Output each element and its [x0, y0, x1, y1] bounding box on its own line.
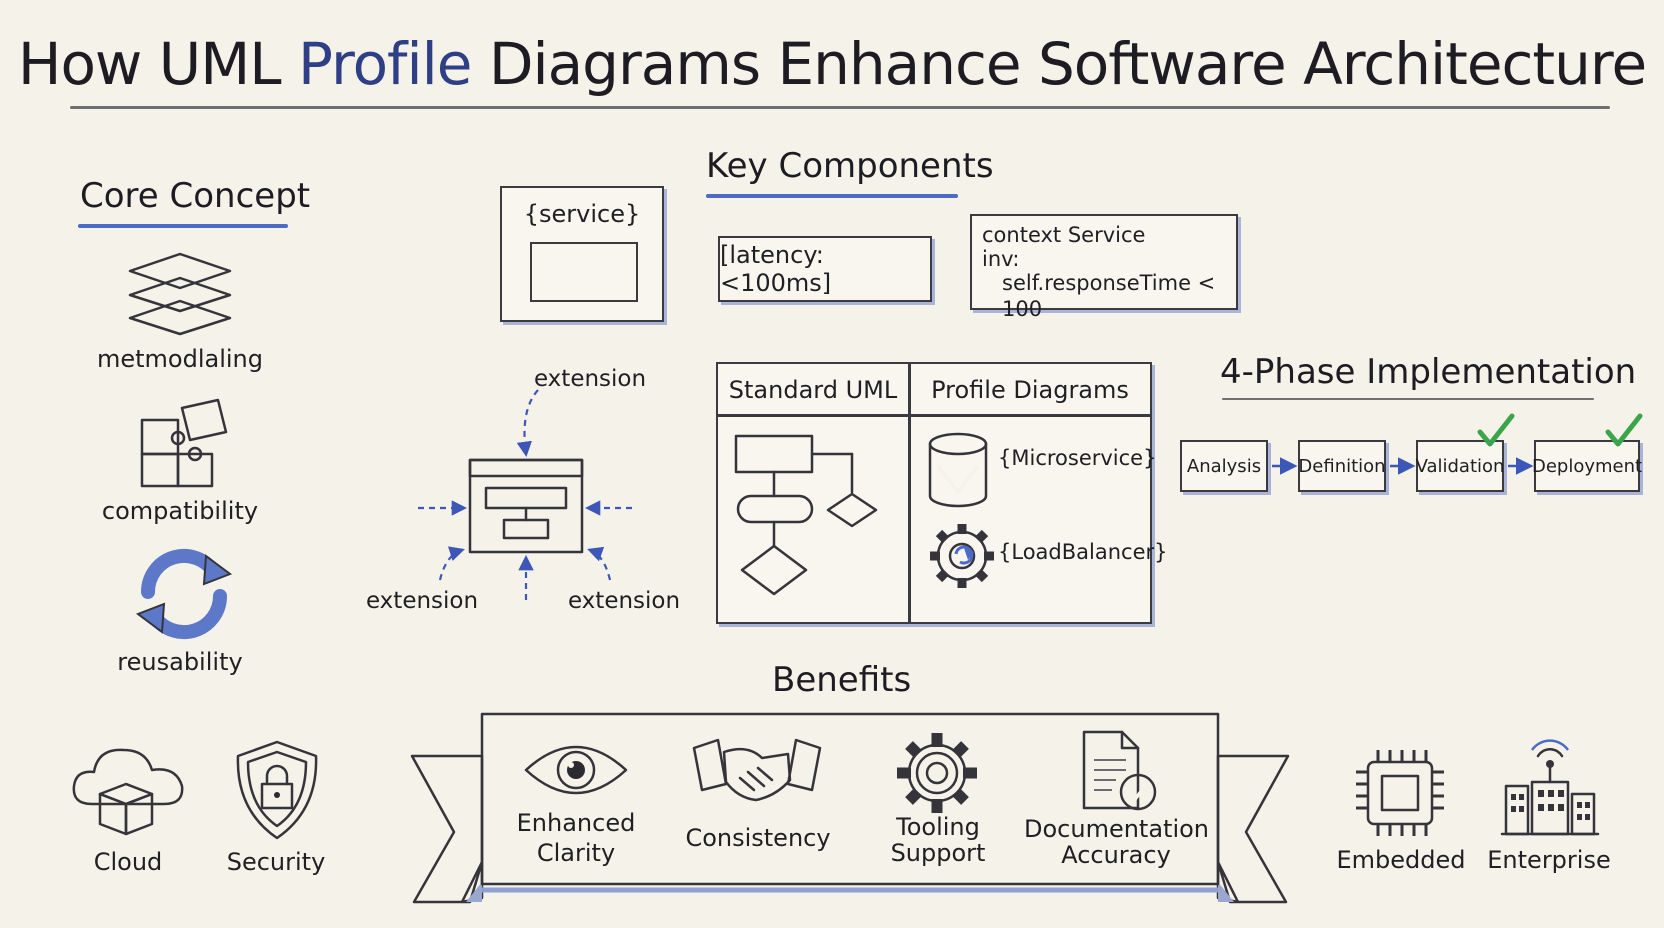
core-concept-heading: Core Concept [80, 176, 311, 216]
standard-uml-shapes [734, 434, 878, 596]
stereotype-class-shape [530, 242, 638, 302]
key-components-heading: Key Components [706, 146, 994, 186]
eye-icon [524, 745, 628, 795]
phase-definition: Definition [1298, 440, 1386, 492]
benefit-label-2-line-0: Tooling [896, 813, 980, 841]
benefit-label-3-line-1: Accuracy [1061, 841, 1171, 869]
extension-label-left: extension [365, 588, 479, 614]
benefit-label-0: Enhanced Clarity [494, 808, 658, 868]
phase-analysis: Analysis [1180, 440, 1268, 492]
layers-icon [128, 252, 232, 336]
key-components-underline [706, 194, 958, 198]
microservice-label: {Microservice} [998, 446, 1157, 470]
constraint-box: context Service inv: self.responseTime <… [970, 214, 1238, 321]
title-prefix: How UML [17, 30, 299, 98]
check-icon-deployment [1605, 413, 1643, 447]
database-icon [928, 432, 988, 508]
constraint-line-1: inv: [982, 247, 1020, 271]
domain-label-cloud: Cloud [93, 848, 163, 876]
extension-label-top: extension [533, 366, 647, 392]
gear-icon [897, 733, 977, 813]
extension-label-right: extension [567, 588, 681, 614]
page-title: How UML Profile Diagrams Enhance Softwar… [0, 30, 1664, 98]
comparison-divider-h [718, 414, 1150, 417]
domain-label-embedded: Embedded [1336, 846, 1466, 874]
loadbalancer-label: {LoadBalancer} [998, 540, 1168, 564]
benefit-label-0-line-1: Clarity [536, 839, 616, 867]
comparison-table: Standard UML Profile Diagrams {Microserv… [716, 362, 1168, 624]
benefit-label-3-line-0: Documentation [1024, 815, 1210, 843]
core-concept-label-1: compatibility [101, 497, 259, 525]
benefit-label-3: Documentation Accuracy [1024, 815, 1210, 869]
constraint-line-0: context Service [982, 223, 1146, 247]
handshake-icon [692, 738, 822, 802]
domain-label-security: Security [226, 848, 326, 876]
implementation-underline [1222, 398, 1594, 400]
comparison-right-header: Profile Diagrams [931, 376, 1129, 404]
tagged-value-label: [latency: <100ms] [720, 241, 832, 297]
core-concept-label-0: metmodlaling [96, 345, 263, 373]
comparison-divider-v [908, 364, 911, 622]
tagged-value-box: [latency: <100ms] [718, 236, 932, 302]
benefit-label-0-line-0: Enhanced [516, 809, 636, 837]
benefit-label-2: Tooling Support [856, 814, 1020, 866]
chip-icon [1356, 750, 1444, 836]
document-check-icon [1082, 730, 1157, 811]
domain-label-enterprise: Enterprise [1487, 846, 1611, 874]
shield-lock-icon [236, 740, 318, 840]
benefits-heading: Benefits [772, 660, 912, 700]
benefit-label-2-line-1: Support [890, 839, 986, 867]
implementation-heading: 4-Phase Implementation [1220, 352, 1637, 392]
gear-refresh-icon [930, 524, 994, 588]
phase-validation: Validation [1416, 440, 1504, 492]
stereotype-box: {service} [500, 186, 664, 322]
buildings-icon [1500, 739, 1600, 836]
benefit-label-1-line-0: Consistency [685, 824, 831, 852]
constraint-line-2: self.responseTime < 100 [1002, 271, 1216, 321]
phase-deployment: Deployment [1532, 440, 1642, 492]
comparison-left-header: Standard UML [728, 376, 898, 404]
core-concept-underline [78, 224, 288, 228]
core-concept-label-2: reusability [117, 648, 243, 676]
phase-arrows [1272, 457, 1534, 475]
title-underline [70, 106, 1610, 109]
check-icon-validation [1477, 413, 1515, 447]
title-highlight: Profile [298, 30, 472, 98]
extension-diagram [418, 389, 632, 600]
refresh-cycle-icon [135, 548, 233, 640]
benefits-banner [410, 712, 1290, 904]
title-suffix: Diagrams Enhance Software Architecture [471, 30, 1647, 98]
cloud-icon [72, 748, 184, 836]
puzzle-icon [140, 398, 228, 488]
stereotype-label: {service} [523, 200, 641, 228]
benefit-label-1: Consistency [676, 824, 840, 852]
